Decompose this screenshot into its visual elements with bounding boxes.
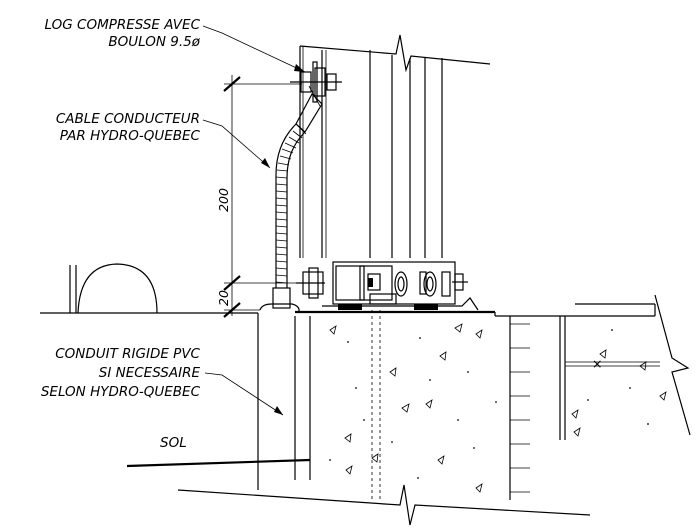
leader-cable xyxy=(202,119,271,169)
side-ticks xyxy=(510,323,530,493)
cable-label-line2: PAR HYDRO-QUEBEC xyxy=(60,128,201,144)
leader-log xyxy=(202,25,306,73)
dimension-vertical: 200 20 xyxy=(216,75,302,318)
slab-mark: × xyxy=(592,356,602,371)
conduit-label-line2: SI NECESSAIRE xyxy=(99,365,201,381)
conduit-label-line1: CONDUIT RIGIDE PVC xyxy=(55,346,200,362)
dim-200-label: 200 xyxy=(216,188,231,212)
label-log-compresse: LOG COMPRESSE AVEC BOULON 9.5ø xyxy=(45,17,201,50)
log-label-line1: LOG COMPRESSE AVEC xyxy=(45,17,201,33)
arch-outline xyxy=(69,263,158,314)
cable-conductor xyxy=(259,123,307,313)
label-cable-conducteur: CABLE CONDUCTEUR PAR HYDRO-QUEBEC xyxy=(56,111,201,144)
top-lug-bolt xyxy=(290,67,342,133)
ground-label: SOL xyxy=(160,435,187,451)
base-connector xyxy=(296,261,479,311)
label-conduit: CONDUIT RIGIDE PVC SI NECESSAIRE SELON H… xyxy=(41,346,201,400)
aggregate-marks xyxy=(329,323,667,493)
conduit-label-line3: SELON HYDRO-QUEBEC xyxy=(41,384,201,400)
cable-label-line1: CABLE CONDUCTEUR xyxy=(56,111,200,127)
leader-ground xyxy=(126,458,311,468)
slab-line xyxy=(40,303,656,317)
concrete-footing: × xyxy=(177,294,691,526)
steel-column xyxy=(299,34,491,258)
aggregate-dots xyxy=(329,329,649,479)
cable-corrugation xyxy=(275,125,307,284)
leader-conduit xyxy=(204,372,284,416)
log-label-line2: BOULON 9.5ø xyxy=(108,34,200,50)
dim-20-label: 20 xyxy=(216,290,231,306)
